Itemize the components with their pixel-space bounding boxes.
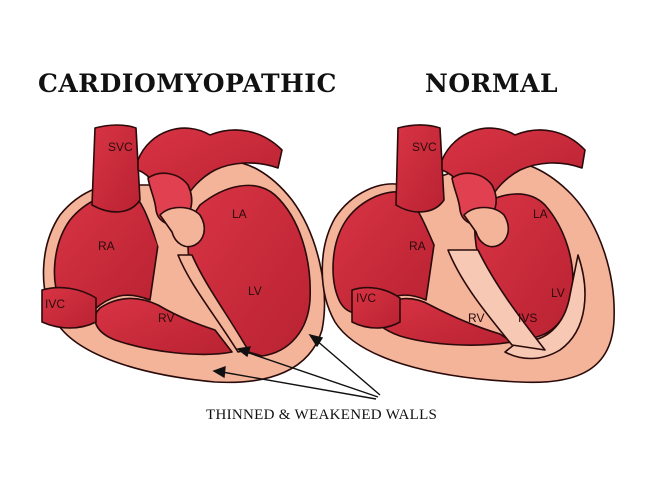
arrowhead-rv-wall	[212, 365, 226, 379]
pointer-arrows	[212, 333, 381, 400]
right-heart-ivc	[351, 286, 401, 329]
title-cardiomyopathic: CARDIOMYOPATHIC	[38, 69, 337, 98]
right-heart-lv-wall-thick	[504, 254, 586, 360]
arrow-to-outer-wall	[315, 339, 381, 396]
left-heart-divider	[153, 229, 182, 291]
left-label-svc: SVC	[108, 140, 133, 154]
right-label-svc: SVC	[412, 140, 437, 154]
right-label-ivs: IVS	[518, 311, 537, 325]
left-label-la: LA	[232, 207, 247, 221]
right-label-lv: LV	[551, 286, 565, 300]
arrowhead-outer-wall	[308, 333, 324, 348]
arrow-to-rv-wall	[221, 371, 377, 400]
left-label-ivc: IVC	[45, 297, 65, 311]
arrowhead-septum	[236, 346, 252, 358]
arrow-to-septum	[245, 351, 379, 398]
right-label-ra: RA	[409, 239, 426, 253]
right-label-la: LA	[533, 207, 548, 221]
right-heart-vessel-branch	[463, 206, 510, 248]
left-label-rv: RV	[158, 311, 174, 325]
right-label-rv: RV	[468, 311, 484, 325]
normal-heart	[321, 124, 615, 384]
title-normal: NORMAL	[425, 69, 558, 98]
caption-thinned-walls: THINNED & WEAKENED WALLS	[206, 407, 437, 423]
left-label-ra: RA	[98, 239, 115, 253]
left-heart-vessel-branch	[159, 206, 206, 248]
right-heart-septum	[447, 249, 546, 351]
left-label-lv: LV	[248, 284, 262, 298]
right-label-ivc: IVC	[356, 291, 376, 305]
cardiomyopathic-heart	[41, 124, 326, 384]
left-heart-rv-chamber	[94, 297, 233, 356]
left-heart-ivc	[41, 286, 97, 329]
right-heart-vena-cava	[395, 124, 445, 213]
left-heart-vena-cava	[91, 124, 141, 213]
